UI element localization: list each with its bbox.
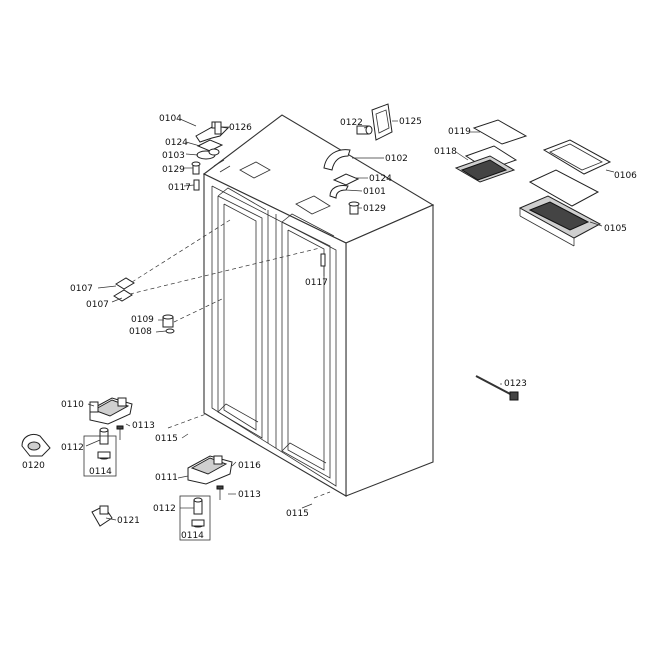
part-0113-screw-center bbox=[216, 485, 224, 500]
label-0124-right: 0124 bbox=[369, 174, 392, 184]
part-0112-shaft-center bbox=[193, 497, 203, 515]
part-0103-bushing bbox=[196, 148, 220, 160]
part-0114-nut-left bbox=[97, 451, 111, 460]
label-0110: 0110 bbox=[61, 400, 84, 410]
label-0122: 0122 bbox=[340, 118, 363, 128]
label-0123: 0123 bbox=[504, 379, 527, 389]
part-0126-bolt bbox=[214, 121, 230, 135]
part-0110-lower-hinge bbox=[89, 397, 133, 425]
label-0119: 0119 bbox=[448, 127, 471, 137]
part-0124-plate-right bbox=[332, 173, 360, 186]
label-0104: 0104 bbox=[159, 114, 182, 124]
label-0112-left: 0112 bbox=[61, 443, 84, 453]
leader-lines bbox=[85, 118, 615, 521]
part-0108-washer bbox=[165, 328, 175, 334]
label-0102: 0102 bbox=[385, 154, 408, 164]
part-0120-foot bbox=[21, 433, 51, 457]
part-0124-plate-left bbox=[196, 139, 224, 152]
label-0116: 0116 bbox=[238, 461, 261, 471]
part-0129-pin-right bbox=[348, 201, 360, 215]
label-0117-right: 0117 bbox=[305, 278, 328, 288]
label-0115-right: 0115 bbox=[286, 509, 309, 519]
label-0114-left: 0114 bbox=[89, 467, 112, 477]
part-0125-bracket bbox=[371, 103, 393, 141]
part-0123-rod bbox=[475, 375, 519, 401]
part-0104-hinge bbox=[195, 121, 230, 143]
label-0118: 0118 bbox=[434, 147, 457, 157]
label-0129-left: 0129 bbox=[162, 165, 185, 175]
label-0109: 0109 bbox=[131, 315, 154, 325]
label-0101: 0101 bbox=[363, 187, 386, 197]
label-0111: 0111 bbox=[155, 473, 178, 483]
label-0103: 0103 bbox=[162, 151, 185, 161]
refrigerator-cabinet bbox=[202, 114, 435, 497]
label-0125: 0125 bbox=[399, 117, 422, 127]
part-0106-cover bbox=[542, 139, 612, 175]
part-labels: 0104 0126 0124 0103 0129 0117 0122 0125 … bbox=[22, 114, 637, 541]
part-0109-roller bbox=[162, 314, 174, 328]
part-0107-guide-upper bbox=[115, 277, 135, 290]
label-0106: 0106 bbox=[614, 171, 637, 181]
label-0113-center: 0113 bbox=[238, 490, 261, 500]
label-0120: 0120 bbox=[22, 461, 45, 471]
part-0102-hinge-arm bbox=[323, 149, 351, 171]
part-0119-cover-plate bbox=[472, 119, 528, 145]
part-0122-pin bbox=[356, 125, 373, 135]
label-0117-left: 0117 bbox=[168, 183, 191, 193]
part-0107-guide-lower bbox=[113, 289, 133, 302]
part-0129-pin-left bbox=[191, 161, 201, 175]
label-0124-left: 0124 bbox=[165, 138, 188, 148]
label-0114-center: 0114 bbox=[181, 531, 204, 541]
part-0111-lower-hinge bbox=[187, 455, 233, 485]
label-0115-left: 0115 bbox=[155, 434, 178, 444]
label-0129-right: 0129 bbox=[363, 204, 386, 214]
label-0113-left: 0113 bbox=[132, 421, 155, 431]
label-0121: 0121 bbox=[117, 516, 140, 526]
part-0114-nut-center bbox=[191, 519, 205, 528]
label-0112-center: 0112 bbox=[153, 504, 176, 514]
label-0105: 0105 bbox=[604, 224, 627, 234]
label-0107-upper: 0107 bbox=[70, 284, 93, 294]
part-0112-shaft-left bbox=[99, 427, 109, 445]
label-0107-lower: 0107 bbox=[86, 300, 109, 310]
label-0108: 0108 bbox=[129, 327, 152, 337]
part-0113-screw-left bbox=[116, 425, 124, 440]
part-0118-control-board bbox=[454, 145, 518, 183]
part-0105-dispenser-module bbox=[518, 169, 602, 247]
part-0121-leveler bbox=[91, 505, 113, 527]
label-0126: 0126 bbox=[229, 123, 252, 133]
part-0117-cap-left bbox=[193, 179, 200, 191]
